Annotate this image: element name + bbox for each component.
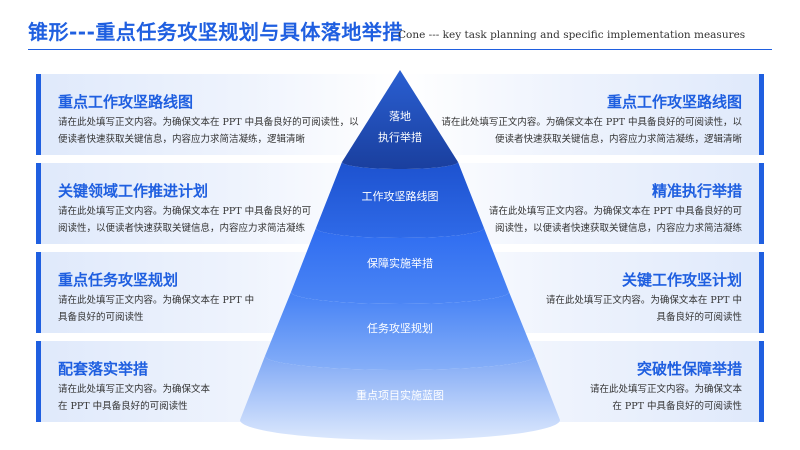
card-accent-bar [36, 74, 41, 155]
card-body-line: 便读者快速获取关键信息，内容应力求简洁凝练，逻辑清晰 [494, 134, 742, 145]
cone-level-1 [342, 70, 458, 169]
card-body: 请在此处填写正文内容。为确保文本在 PPT 中具备良好的可阅读性，以 便读者快速… [441, 114, 742, 148]
card-title: 突破性保障举措 [636, 360, 742, 378]
card-accent-bar [759, 74, 764, 155]
card-title: 重点工作攻坚路线图 [606, 93, 742, 111]
card-body-line: 请在此处填写正文内容。为确保文本在 PPT 中具备良好的可 [58, 206, 312, 217]
card-body-line: 请在此处填写正文内容。为确保文本在 PPT 中 [545, 295, 742, 306]
right-card-1: 重点工作攻坚路线图 请在此处填写正文内容。为确保文本在 PPT 中具备良好的可阅… [402, 74, 764, 155]
card-body-line: 请在此处填写正文内容。为确保文本在 PPT 中具备良好的可 [488, 206, 742, 217]
card-body-line: 具备良好的可阅读性 [656, 312, 742, 323]
card-body: 请在此处填写正文内容。为确保文本在 PPT 中 具备良好的可阅读性 [58, 292, 254, 326]
card-title: 精准执行举措 [651, 182, 742, 200]
card-body-line: 请在此处填写正文内容。为确保文本在 PPT 中具备良好的可阅读性，以 [58, 117, 359, 128]
cone-level-1-label-line2: 执行举措 [378, 130, 422, 144]
card-body-line: 阅读性，以便读者快速获取关键信息，内容应力求简洁凝练 [58, 223, 306, 234]
card-accent-bar [36, 252, 41, 333]
card-body: 请在此处填写正文内容。为确保文本 在 PPT 中具备良好的可阅读性 [590, 381, 742, 415]
card-body-line: 请在此处填写正文内容。为确保文本 [589, 384, 742, 395]
card-title: 重点任务攻坚规划 [58, 271, 179, 289]
card-body-line: 具备良好的可阅读性 [58, 312, 144, 323]
title-divider [28, 49, 772, 50]
cone-level-1-label-line1: 落地 [389, 110, 411, 123]
cone-level-4 [265, 292, 535, 370]
card-body-line: 阅读性，以便读者快速获取关键信息，内容应力求简洁凝练 [494, 223, 742, 234]
card-body: 请在此处填写正文内容。为确保文本在 PPT 中具备良好的可 阅读性，以便读者快速… [58, 203, 311, 237]
page-title: 锥形---重点任务攻坚规划与具体落地举措 [28, 20, 403, 44]
card-title: 配套落实举措 [58, 360, 149, 378]
card-body: 请在此处填写正文内容。为确保文本 在 PPT 中具备良好的可阅读性 [58, 381, 210, 415]
card-accent-bar [759, 341, 764, 422]
card-body: 请在此处填写正文内容。为确保文本在 PPT 中 具备良好的可阅读性 [546, 292, 742, 326]
card-body-line: 请在此处填写正文内容。为确保文本在 PPT 中 [58, 295, 255, 306]
card-accent-bar [759, 163, 764, 244]
card-body-line: 在 PPT 中具备良好的可阅读性 [612, 401, 742, 412]
card-accent-bar [759, 252, 764, 333]
card-accent-bar [36, 163, 41, 244]
card-title: 关键工作攻坚计划 [621, 271, 742, 289]
left-card-1: 重点工作攻坚路线图 请在此处填写正文内容。为确保文本在 PPT 中具备良好的可阅… [36, 74, 398, 155]
card-title: 重点工作攻坚路线图 [58, 93, 194, 111]
cone-level-2 [316, 162, 484, 238]
card-body-line: 请在此处填写正文内容。为确保文本在 PPT 中具备良好的可阅读性，以 [441, 117, 742, 128]
card-body-line: 请在此处填写正文内容。为确保文本 [58, 384, 211, 395]
card-title: 关键领域工作推进计划 [58, 182, 209, 200]
cone-level-5 [240, 356, 560, 440]
cone-level-3-label: 保障实施举措 [367, 256, 433, 270]
card-body-line: 便读者快速获取关键信息，内容应力求简洁凝练，逻辑清晰 [58, 134, 306, 145]
cone-level-3 [291, 228, 509, 304]
page-subtitle: Cone --- key task planning and specific … [398, 29, 746, 41]
card-body-line: 在 PPT 中具备良好的可阅读性 [58, 401, 188, 412]
card-body: 请在此处填写正文内容。为确保文本在 PPT 中具备良好的可阅读性，以 便读者快速… [58, 114, 359, 148]
card-accent-bar [36, 341, 41, 422]
cone-level-4-label: 任务攻坚规划 [367, 321, 433, 335]
cone-level-5-label: 重点项目实施蓝图 [356, 388, 444, 402]
card-body: 请在此处填写正文内容。为确保文本在 PPT 中具备良好的可 阅读性，以便读者快速… [489, 203, 742, 237]
cone-level-2-label: 工作攻坚路线图 [362, 189, 439, 203]
